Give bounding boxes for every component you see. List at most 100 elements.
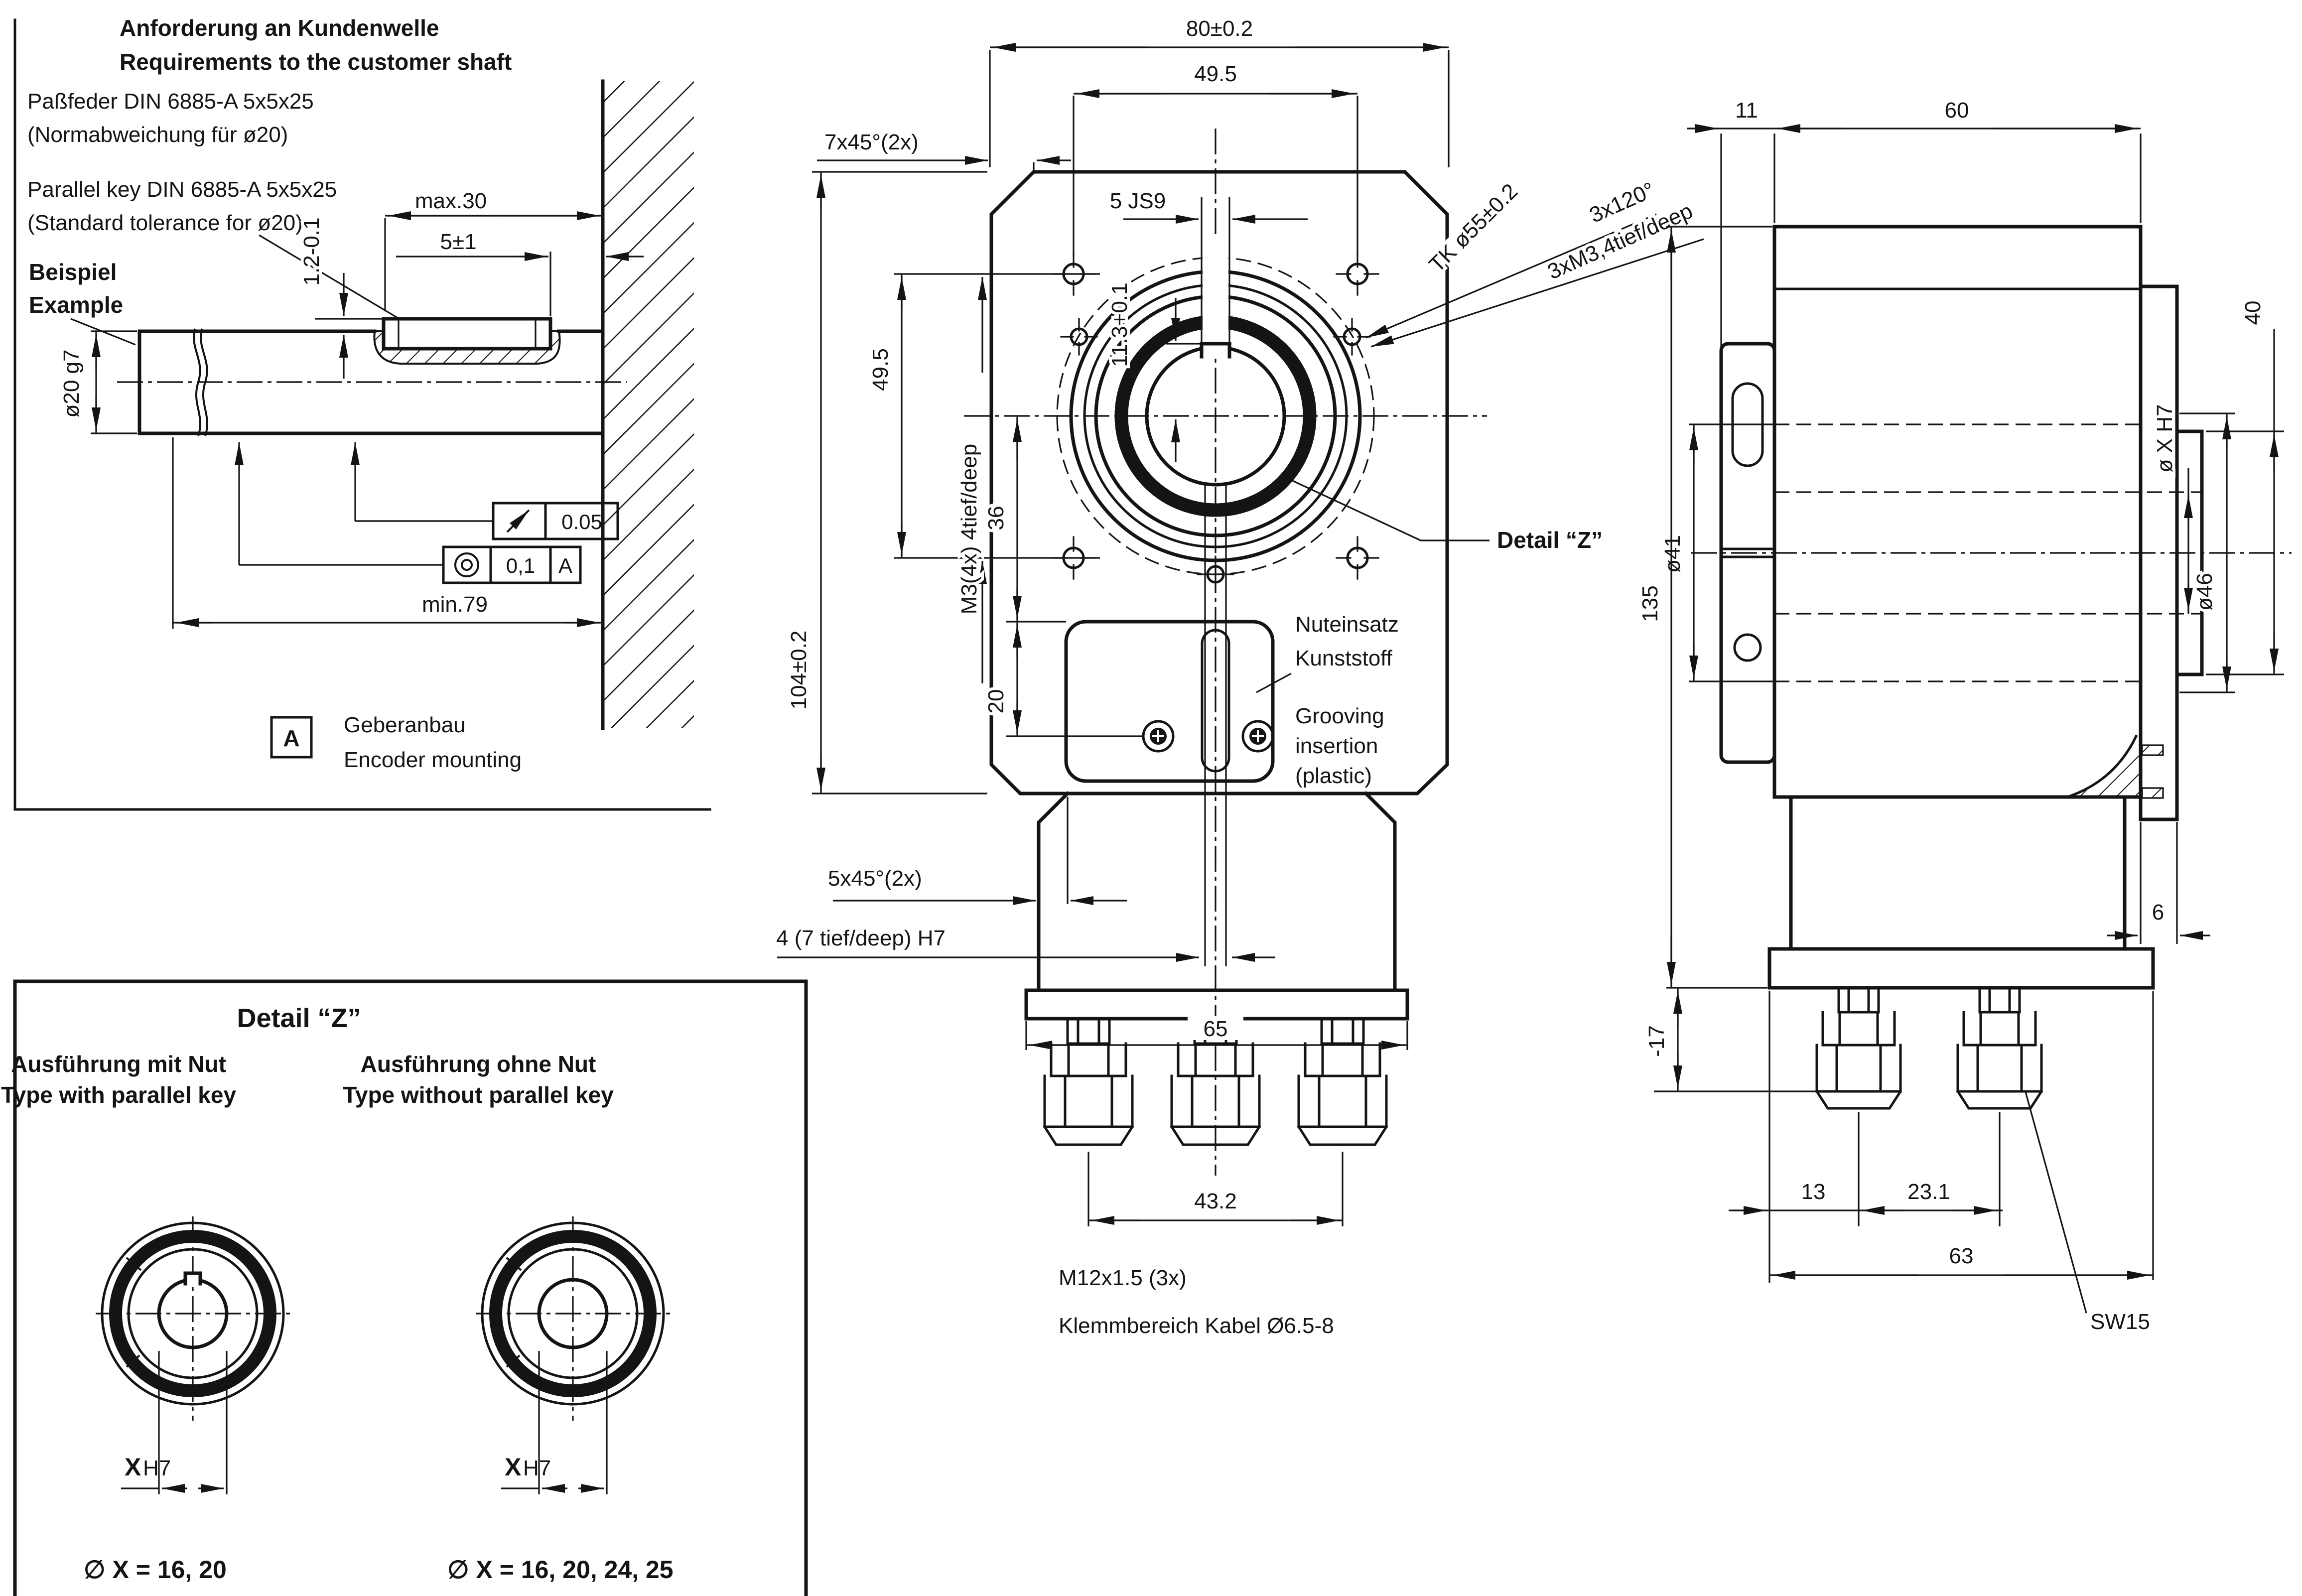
xh7-x-right: X	[505, 1453, 521, 1481]
detail-z-left-h1: Ausführung mit Nut	[11, 1051, 226, 1077]
dim-chamfer-top-label: 7x45°(2x)	[824, 130, 919, 154]
dim-chamfer-bot-label: 5x45°(2x)	[828, 866, 922, 891]
detail-circle-with-key	[96, 1216, 290, 1421]
concentricity-datum: A	[558, 554, 572, 577]
insert-slot	[1201, 629, 1230, 773]
dim-40: 40	[2206, 298, 2284, 675]
dim-63: 63	[1769, 991, 2154, 1280]
dim-min79-label: min.79	[422, 592, 488, 617]
dim-slot-label: 5 JS9	[1110, 189, 1166, 213]
ring-tick	[506, 1354, 521, 1368]
label-geberanbau: Geberanbau	[344, 713, 466, 737]
label-sw15: SW15	[2025, 1091, 2150, 1334]
shaft-break-lines	[193, 328, 208, 436]
dim-46-label: ø46	[2192, 573, 2217, 611]
wall-hatch	[603, 81, 694, 728]
dim-11-60: 11 60	[1687, 95, 2142, 371]
dim-17: -17	[1641, 988, 1818, 1092]
grooving-insert-plate	[1064, 620, 1275, 783]
detail-z-border	[13, 979, 808, 1596]
req-key-en1: Parallel key DIN 6885-A 5x5x25	[27, 177, 337, 202]
tolerance-frame-runout: 0.05	[351, 442, 619, 540]
dim-keyway4: 4 (7 tief/deep) H7	[773, 923, 1275, 962]
label-m12: M12x1.5 (3x)	[1059, 1266, 1187, 1290]
concentricity-icon	[454, 552, 479, 577]
concentricity-value: 0,1	[506, 554, 535, 577]
label-encoder-mounting: Encoder mounting	[344, 748, 522, 772]
dim-17-label: -17	[1644, 1025, 1669, 1057]
side-view: 11 60 ø41 135 -17	[1635, 95, 2292, 1334]
label-gro1: Grooving	[1295, 704, 1384, 728]
dim-46: ø46	[2179, 412, 2235, 693]
dim-xh7: ø X H7	[2150, 401, 2193, 614]
cable-gland-side	[1956, 986, 2043, 1110]
dim-12-label: 1.2-0.1	[299, 218, 324, 286]
req-key-de2: (Normabweichung für ø20)	[27, 123, 288, 147]
dim-495-left: 49.5	[865, 273, 1100, 559]
side-body	[1772, 225, 2143, 799]
dim-chamfer-top: 7x45°(2x)	[817, 127, 1071, 174]
dim-36-label: 36	[984, 506, 1008, 531]
side-lower-housing	[1789, 795, 2127, 951]
dim-41-label: ø41	[1660, 535, 1685, 573]
datum-a: A Geberanbau Encoder mounting	[270, 713, 522, 772]
runout-value: 0.05	[561, 510, 602, 533]
section-cut-detail	[2065, 734, 2164, 799]
dim-41: ø41	[1657, 423, 1774, 682]
cable-gland	[1297, 1017, 1388, 1146]
dim-5pm1-label: 5±1	[440, 230, 476, 254]
label-tk: TK ø55±0.2	[1424, 179, 1522, 277]
dim-20-label: 20	[984, 689, 1008, 714]
req-key-de1: Paßfeder DIN 6885-A 5x5x25	[27, 89, 314, 114]
dim-65-label: 65	[1204, 1017, 1228, 1041]
detail-z-left-h2: Type with parallel key	[1, 1082, 237, 1108]
xh7-h7-left: H7	[143, 1456, 171, 1480]
front-housing	[1037, 791, 1397, 992]
tolerance-frame-concentricity: 0,1 A	[235, 442, 582, 584]
detail-z-reference: Detail “Z”	[1289, 478, 1603, 553]
dim-60-label: 60	[1945, 98, 1969, 123]
dim-231-label: 23.1	[1907, 1180, 1950, 1204]
label-gro2: insertion	[1295, 734, 1378, 758]
dim-495-left-label: 49.5	[868, 348, 893, 391]
parallel-key	[382, 317, 552, 351]
hole-tk-left	[1060, 318, 1098, 356]
dim-xh7-right: X H7	[501, 1351, 608, 1494]
dim-104: 104±0.2	[784, 171, 987, 795]
section-shaft-requirements: Anforderung an Kundenwelle Requirements …	[13, 15, 711, 811]
x-values-left: ∅ X = 16, 20	[84, 1556, 227, 1584]
section-border	[13, 18, 711, 811]
hole-tk-right	[1333, 318, 1371, 356]
dim-6: 6	[2107, 822, 2210, 944]
dim-dia20-label: ø20 g7	[59, 350, 84, 418]
hole-m3-br	[1336, 536, 1379, 580]
dim-6-label: 6	[2152, 900, 2164, 925]
dim-13-231: 13 23.1	[1729, 991, 2003, 1283]
dim-113-label: 11.3+0.1	[1107, 282, 1132, 367]
dim-13-label: 13	[1801, 1180, 1826, 1204]
side-hub	[2175, 429, 2204, 676]
side-bottom-flange	[1767, 947, 2155, 990]
hole-tk-bottom	[1197, 555, 1234, 593]
dim-495-top-label: 49.5	[1194, 62, 1237, 86]
dim-slot-5js9: 5 JS9	[1107, 186, 1308, 224]
label-gro3: (plastic)	[1295, 764, 1372, 788]
dim-11-label: 11	[1735, 98, 1758, 123]
dim-chamfer-bot: 5x45°(2x)	[825, 797, 1127, 905]
label-nuteinsatz: Nuteinsatz Kunststoff Grooving insertion…	[1256, 612, 1399, 788]
xh7-h7-right: H7	[523, 1456, 551, 1480]
detail-z-section: Detail “Z” Ausführung mit Nut Type with …	[1, 979, 808, 1596]
dim-5pm1: 5±1	[396, 227, 644, 316]
dim-keyway4-label: 4 (7 tief/deep) H7	[776, 926, 946, 950]
cable-gland-side	[1815, 986, 1902, 1110]
dim-135: 135	[1635, 226, 1772, 989]
detail-z-right-h1: Ausführung ohne Nut	[361, 1051, 596, 1077]
shaft-example	[117, 317, 627, 436]
req-title-en: Requirements to the customer shaft	[120, 49, 512, 75]
front-view: 80±0.2 49.5 7x45°(2x) 5 JS9 TK ø55±0.2	[773, 13, 1704, 1338]
dim-20: 20	[981, 622, 1143, 737]
runout-icon	[506, 509, 530, 533]
insert-screw-left	[1142, 720, 1175, 753]
detail-z-title: Detail “Z”	[237, 1003, 361, 1033]
